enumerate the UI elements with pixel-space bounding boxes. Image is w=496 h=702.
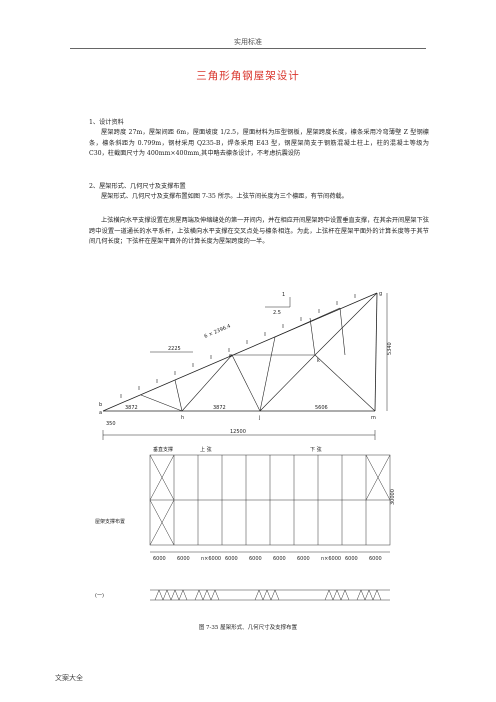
dim-side: 30000 bbox=[390, 489, 395, 505]
page-header: 实用标准 bbox=[234, 38, 262, 46]
page-footer: 文案大全 bbox=[55, 674, 83, 682]
dim-left-offset: 2225 bbox=[168, 346, 181, 352]
section-2-heading: 2、屋架形式、几何尺寸及支撑布置 bbox=[89, 183, 186, 190]
section-2-body: 屋架形式、几何尺寸及支撑布置如图 7-35 所示。上弦节间长度为三个檩距，有节间… bbox=[101, 193, 348, 200]
figure-caption: 图 7-35 屋架形式、几何尺寸及支撑布置 bbox=[198, 625, 298, 631]
dim-4: 6000 bbox=[225, 556, 238, 562]
node-m: m bbox=[371, 415, 376, 421]
dim-6: 6000 bbox=[273, 556, 286, 562]
dim-bottom-3: 5606 bbox=[315, 405, 328, 411]
purlin-ticks bbox=[120, 294, 356, 398]
dim-bottom-1: 3872 bbox=[125, 405, 138, 411]
truss-figure: 2225 6 × 2396.4 1 2.5 5340 350 3872 3872… bbox=[95, 291, 395, 601]
node-j: j bbox=[258, 415, 260, 421]
section-2-body-2: 上弦横向水平支撑设置在房屋两端及伸缩缝处的第一开间内，并在相应开间屋架跨中设置垂… bbox=[89, 217, 429, 245]
section-1-heading: 1、设计资料 bbox=[89, 119, 124, 126]
bracing-bottom-chord-label: 下 弦 bbox=[310, 446, 322, 453]
bracing-vertical-label: 垂直支撑 bbox=[153, 446, 173, 453]
dim-2: 6000 bbox=[177, 556, 190, 562]
bracing-left-label: 屋架支撑布置 bbox=[95, 518, 125, 525]
dim-3: n×6000 bbox=[201, 556, 221, 562]
dim-8: n×6000 bbox=[321, 556, 341, 562]
bracing-top-chord-label: 上 弦 bbox=[200, 446, 212, 453]
top-chord bbox=[102, 292, 378, 412]
dim-1: 6000 bbox=[153, 556, 166, 562]
dim-top-chord: 6 × 2396.4 bbox=[203, 323, 231, 339]
node-h: h bbox=[181, 415, 184, 421]
dim-7: 6000 bbox=[297, 556, 310, 562]
node-k: k bbox=[317, 358, 320, 364]
dim-bottom-2: 3872 bbox=[213, 405, 226, 411]
dim-support: 350 bbox=[106, 421, 116, 427]
node-a: a bbox=[99, 410, 102, 416]
header-rule bbox=[70, 48, 426, 49]
truss-elevation bbox=[102, 292, 388, 440]
dim-9: 6000 bbox=[345, 556, 358, 562]
document-title: 三角形角钢屋架设计 bbox=[196, 70, 300, 82]
slope-run: 2.5 bbox=[273, 310, 281, 316]
dim-5: 6000 bbox=[249, 556, 262, 562]
dim-10: 6000 bbox=[369, 556, 382, 562]
node-b: b bbox=[99, 402, 102, 408]
slope-rise: 1 bbox=[282, 292, 285, 298]
vertical-bracing-zigzag bbox=[154, 589, 382, 601]
bracing-plan bbox=[149, 454, 391, 601]
dim-height: 5340 bbox=[387, 342, 393, 355]
dim-span: 12500 bbox=[230, 429, 246, 435]
node-e: e bbox=[229, 353, 232, 359]
bracing-elevation-label: (一) bbox=[95, 593, 104, 599]
node-g: g bbox=[379, 291, 382, 297]
right-post bbox=[374, 292, 378, 412]
section-1-body: 屋架跨度 27m，屋架间距 6m，屋面坡度 1/2.5，屋面材料为压型钢板，屋架… bbox=[89, 129, 429, 157]
